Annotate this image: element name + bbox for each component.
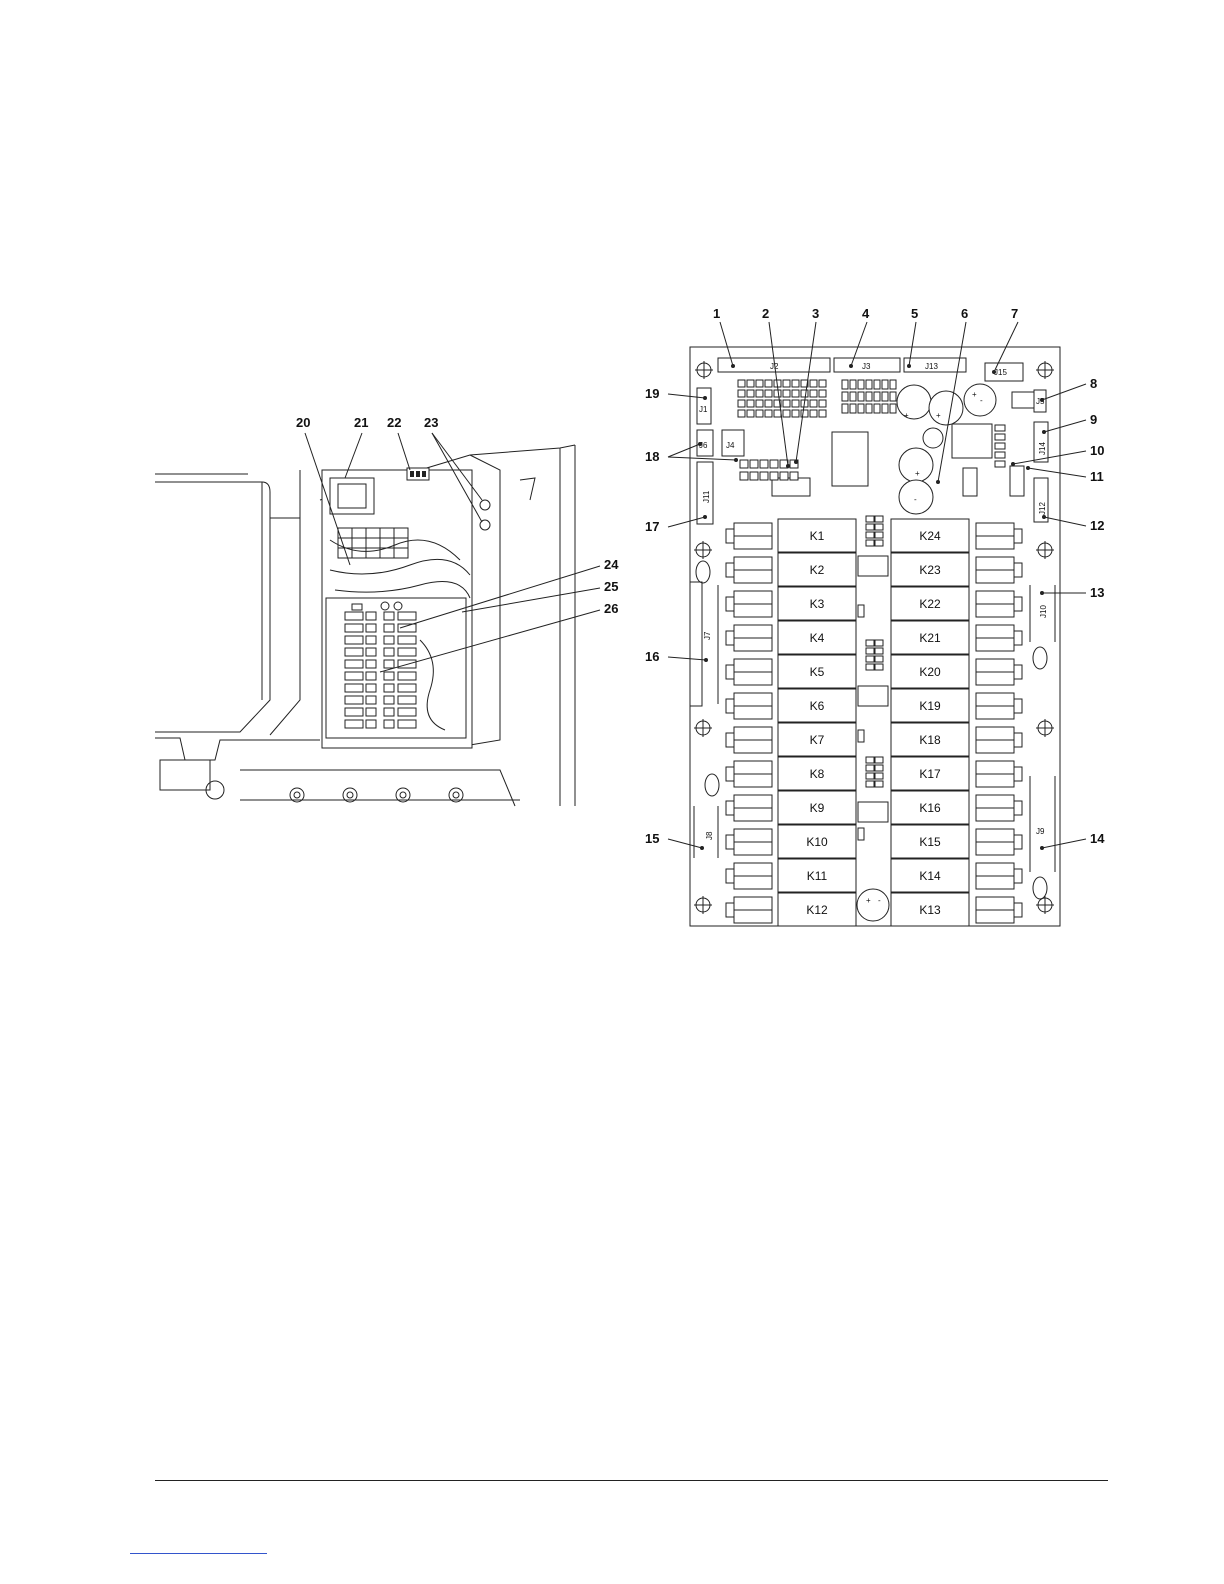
relay-label: K22 (919, 597, 941, 611)
callout-3: 3 (812, 306, 819, 321)
plus-mark: + (866, 896, 871, 905)
relay-label: K13 (919, 903, 941, 917)
j11-label: J11 (702, 490, 711, 503)
j13-label: J13 (925, 362, 938, 371)
callout-16: 16 (645, 649, 659, 664)
minus-mark: - (980, 396, 983, 405)
relay-label: K5 (810, 665, 825, 679)
relay-label: K20 (919, 665, 941, 679)
j9-label: J9 (1036, 827, 1045, 836)
callout-7: 7 (1011, 306, 1018, 321)
callout-5: 5 (911, 306, 918, 321)
j4-label: J4 (726, 441, 735, 450)
callout-9: 9 (1090, 412, 1097, 427)
relay-label: K7 (810, 733, 825, 747)
j14-label: J14 (1038, 442, 1047, 455)
buzzer (857, 889, 889, 921)
callout-19: 19 (645, 386, 659, 401)
j15-label: J15 (994, 368, 1007, 377)
relay-label: K6 (810, 699, 825, 713)
relay-label: K15 (919, 835, 941, 849)
relay-label: K24 (919, 529, 941, 543)
relay-label: K21 (919, 631, 941, 645)
j1-label: J1 (699, 405, 708, 414)
capacitor (897, 385, 931, 419)
footer-link-underline (130, 1553, 267, 1554)
connector-j7-frame (690, 582, 702, 706)
minus-mark: - (914, 495, 917, 504)
relay-label: K17 (919, 767, 941, 781)
relay-label: K19 (919, 699, 941, 713)
connector-j14 (1034, 422, 1048, 462)
relay-label: K23 (919, 563, 941, 577)
relay-label: K8 (810, 767, 825, 781)
relay-label: K9 (810, 801, 825, 815)
relay-label: K3 (810, 597, 825, 611)
footer-rule (155, 1480, 1108, 1481)
relay-label: K4 (810, 631, 825, 645)
j7-label: J7 (703, 631, 712, 640)
relay-label: K1 (810, 529, 825, 543)
j8-label: J8 (705, 831, 714, 840)
plus-mark: + (915, 469, 920, 478)
callout-14: 14 (1090, 831, 1105, 846)
relay-label: K18 (919, 733, 941, 747)
callout-18: 18 (645, 449, 659, 464)
callout-15: 15 (645, 831, 659, 846)
callout-11: 11 (1090, 469, 1104, 484)
relay-label: K2 (810, 563, 825, 577)
relay-label: K11 (807, 869, 828, 883)
callout-25: 25 (604, 579, 618, 594)
callout-12: 12 (1090, 518, 1104, 533)
callout-4: 4 (862, 306, 870, 321)
callout-26: 26 (604, 601, 618, 616)
relay-label: K14 (919, 869, 941, 883)
callout-8: 8 (1090, 376, 1097, 391)
minus-mark: - (878, 896, 881, 905)
callout-22: 22 (387, 415, 401, 430)
j12-label: J12 (1038, 502, 1047, 515)
plus-mark: + (936, 411, 941, 420)
j10-label: J10 (1039, 605, 1048, 618)
plus-mark: + (904, 411, 909, 420)
relay-label: K10 (806, 835, 828, 849)
j3-label: J3 (862, 362, 871, 371)
transformer (330, 478, 374, 514)
callout-1: 1 (713, 306, 720, 321)
callout-6: 6 (961, 306, 968, 321)
callout-24: 24 (604, 557, 619, 572)
callout-17: 17 (645, 519, 659, 534)
capacitor (929, 391, 963, 425)
relay-label: K12 (806, 903, 828, 917)
callout-13: 13 (1090, 585, 1104, 600)
callout-21: 21 (354, 415, 368, 430)
callout-10: 10 (1090, 443, 1104, 458)
plus-mark: + (972, 390, 977, 399)
relay-label: K16 (919, 801, 941, 815)
callout-23: 23 (424, 415, 438, 430)
j5-label: J5 (1036, 397, 1045, 406)
cabinet-illustration (155, 445, 575, 806)
callout-2: 2 (762, 306, 769, 321)
callout-20: 20 (296, 415, 310, 430)
relay-board: J2 J3 J13 J15 J5 J14 J12 J1 J6 J4 J11 J7… (690, 347, 1060, 926)
